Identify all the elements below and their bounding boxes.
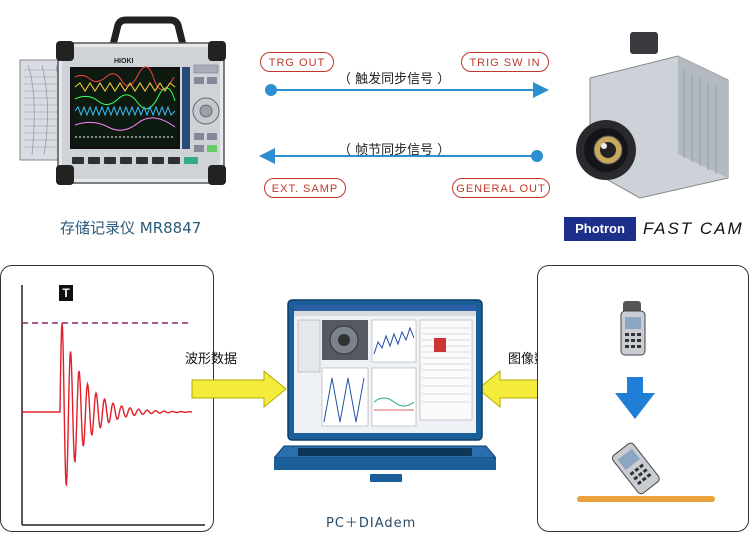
port-trig-sw-in: TRIG SW IN: [461, 52, 549, 72]
frame-signal-label: （ 帧节同步信号 ）: [338, 143, 451, 158]
trigger-signal-label: （ 触发同步信号 ）: [338, 72, 451, 87]
trigger-marker: T: [59, 285, 73, 301]
waveform-data-arrow: [191, 369, 287, 409]
recorder-brand-text: HIOKI: [114, 58, 134, 65]
impact-arrow-icon: [615, 377, 655, 419]
fastcam-text: FAST CAM: [643, 219, 744, 238]
waveform-data-label: 波形数据: [185, 352, 238, 367]
image-sequence: [577, 301, 715, 502]
recorder-device: HIOKI: [19, 16, 226, 185]
pc-caption: PC＋DIAdem: [326, 516, 417, 531]
trigger-arrowhead: [533, 82, 549, 98]
waveform-plot: [21, 285, 205, 526]
laptop-pc: [274, 299, 496, 482]
floor-line: [577, 496, 715, 502]
photron-logo: Photron: [564, 217, 636, 241]
signal-arrows: [259, 82, 549, 164]
photron-brand-text: Photron: [575, 221, 625, 236]
port-ext-samp: EXT. SAMP: [264, 178, 346, 198]
phone-fallen-icon: [611, 442, 660, 495]
trigger-source-dot: [265, 84, 277, 96]
frame-arrowhead: [259, 148, 275, 164]
waveform-trace: [22, 322, 192, 487]
phone-upright-icon: [620, 301, 646, 356]
port-general-out: GENERAL OUT: [452, 178, 550, 198]
camera-device: [576, 32, 729, 199]
waveform-panel: [0, 265, 214, 532]
recorder-caption: 存储记录仪 MR8847: [60, 219, 202, 237]
frame-source-dot: [531, 150, 543, 162]
port-trg-out: TRG OUT: [260, 52, 334, 72]
